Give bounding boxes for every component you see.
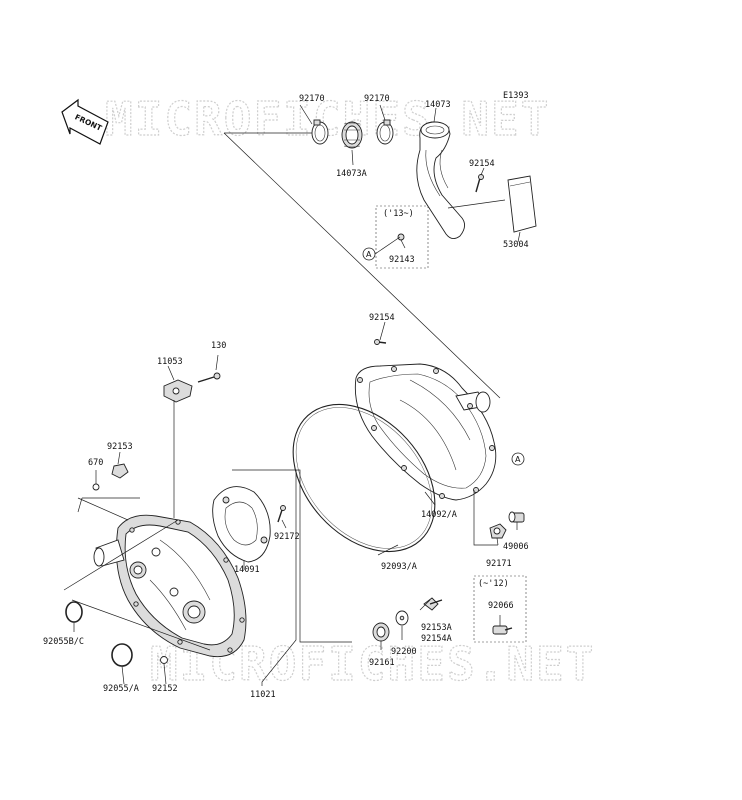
label-14091: 14091 (234, 565, 260, 575)
front-arrow-icon: FRONT (61, 98, 109, 145)
gasket-92093A[interactable] (265, 377, 464, 579)
label-53004[interactable] (507, 175, 537, 233)
washer-92152[interactable] (160, 656, 168, 664)
label-130: 130 (211, 341, 226, 351)
bolt-92066[interactable] (492, 625, 513, 635)
bolt-92153[interactable] (111, 463, 129, 479)
sleeve-14073A[interactable] (341, 121, 363, 149)
clip-92143[interactable] (397, 233, 405, 241)
label-11053: 11053 (157, 357, 183, 367)
screw-92154-mid[interactable] (374, 339, 387, 345)
leader-lines-top (223, 104, 521, 399)
ref-marker-a-top-label: A (366, 250, 372, 259)
bolt-130[interactable] (197, 372, 221, 383)
oring-670[interactable] (92, 483, 100, 491)
inner-cover-11021[interactable] (93, 514, 247, 658)
clutch-cover-14092A[interactable] (354, 363, 497, 501)
label-92154-top: 92154 (469, 159, 495, 169)
variant-box-12 (473, 575, 527, 643)
label-92055A: 92055/A (103, 684, 139, 694)
label-92066: 92066 (488, 601, 514, 611)
ref-marker-a-cover-label: A (515, 455, 521, 464)
variant-box-13 (375, 205, 429, 269)
label-92170-right: 92170 (364, 94, 390, 104)
label-14092A: 14092/A (421, 510, 457, 520)
screw-92154-top[interactable] (475, 174, 484, 193)
label-670: 670 (88, 458, 103, 468)
label-92154-mid: 92154 (369, 313, 395, 323)
label-92172: 92172 (274, 532, 300, 542)
bolt-92172[interactable] (277, 505, 286, 523)
label-92152: 92152 (152, 684, 178, 694)
label-14073: 14073 (425, 100, 451, 110)
label-92093A: 92093/A (381, 562, 417, 572)
intake-duct-14073[interactable] (416, 121, 465, 239)
plug-49006[interactable] (508, 511, 525, 523)
label-92153: 92153 (107, 442, 133, 452)
label-92170-left: 92170 (299, 94, 325, 104)
year-note-from-13: ('13~) (383, 209, 414, 219)
label-14073A: 14073A (336, 169, 367, 179)
label-92154A: 92154A (421, 634, 452, 644)
label-92171: 92171 (486, 559, 512, 569)
guard-14091[interactable] (212, 486, 271, 563)
label-92153A: 92153A (421, 623, 452, 633)
label-11021: 11021 (250, 690, 276, 700)
seal-92161[interactable] (372, 622, 390, 642)
diagram-code: E1393 (503, 91, 529, 101)
bracket-11053[interactable] (163, 379, 193, 403)
watermark-top: MICROFICHES.NET (105, 92, 550, 146)
leader-lines-mid (377, 321, 518, 626)
label-92055BC: 92055B/C (43, 637, 84, 647)
year-note-to-12: (~'12) (478, 579, 509, 589)
bolt-92171[interactable] (489, 523, 507, 539)
oring-92055A[interactable] (111, 643, 133, 667)
label-53004: 53004 (503, 240, 529, 250)
oring-92055BC[interactable] (65, 601, 83, 623)
label-92161: 92161 (369, 658, 395, 668)
label-49006: 49006 (503, 542, 529, 552)
bolt-92153A[interactable] (423, 597, 443, 611)
clamp-92170-right[interactable] (376, 119, 394, 145)
label-92143: 92143 (389, 255, 415, 265)
label-92200: 92200 (391, 647, 417, 657)
leader-lines-bottom (63, 354, 431, 686)
ref-marker-a-cover (511, 452, 525, 466)
